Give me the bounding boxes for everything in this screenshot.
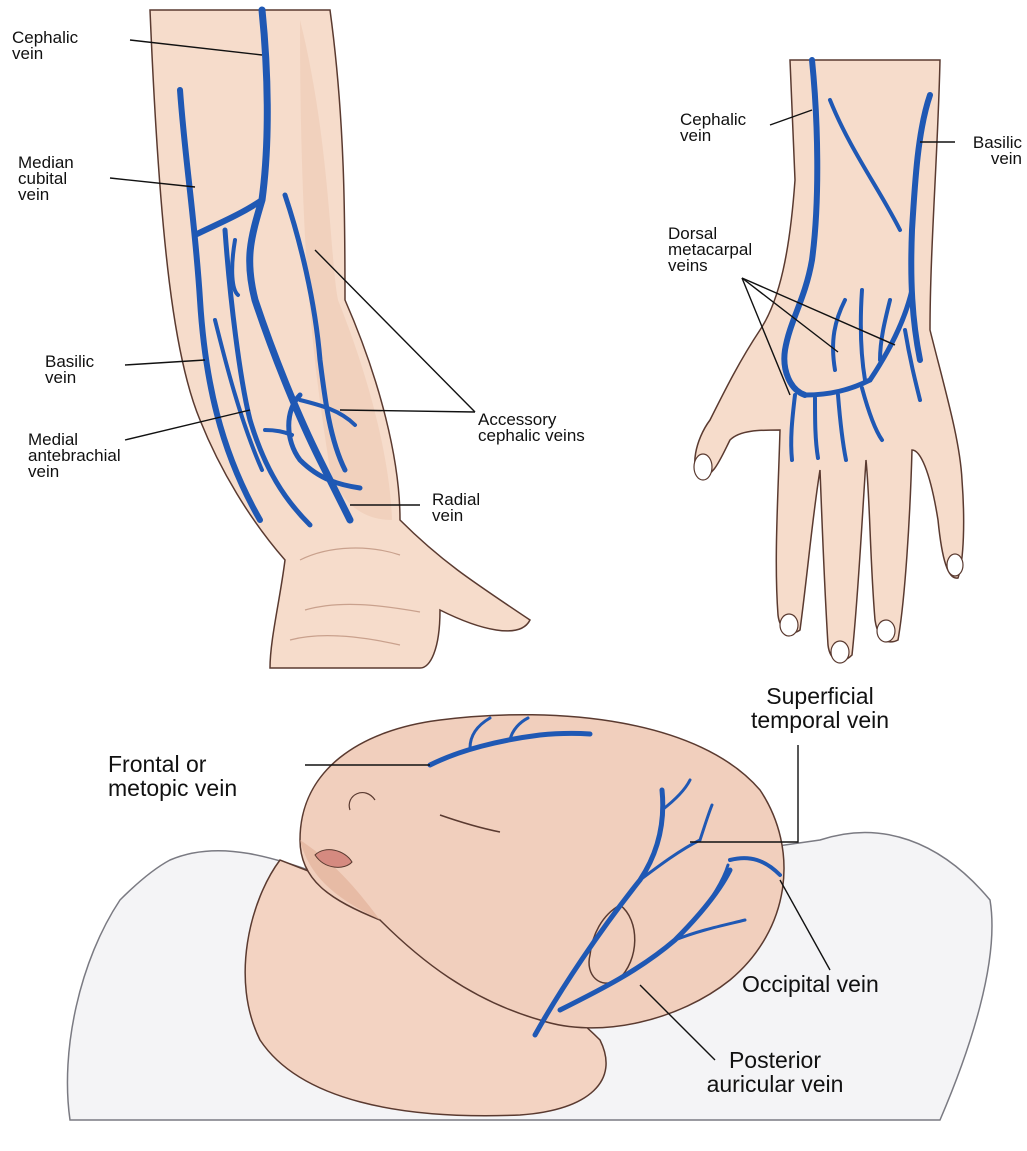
hand-illustration — [694, 60, 964, 663]
label-infant-frontal-vein: Frontal or metopic vein — [108, 752, 237, 800]
label-line: vein — [45, 370, 94, 386]
label-line: vein — [28, 464, 121, 480]
label-line: vein — [940, 151, 1022, 167]
label-line: metopic vein — [108, 776, 237, 800]
label-arm-medial-antebrachial-vein: Medial antebrachial vein — [28, 432, 121, 480]
label-hand-basilic-vein: Basilic vein — [940, 135, 1022, 167]
label-infant-superficial-temporal-vein: Superficial temporal vein — [705, 684, 935, 732]
label-line: Superficial — [705, 684, 935, 708]
label-line: vein — [432, 508, 480, 524]
label-arm-radial-vein: Radial vein — [432, 492, 480, 524]
label-line: vein — [12, 46, 78, 62]
label-infant-occipital-vein: Occipital vein — [742, 972, 879, 996]
label-hand-dorsal-metacarpal-veins: Dorsal metacarpal veins — [668, 226, 752, 274]
little-nail — [947, 554, 963, 576]
label-line: Occipital vein — [742, 972, 879, 996]
label-arm-accessory-cephalic-veins: Accessory cephalic veins — [478, 412, 585, 444]
hand-skin — [695, 60, 964, 661]
label-arm-cephalic-vein: Cephalic vein — [12, 30, 78, 62]
label-line: vein — [18, 187, 74, 203]
forearm-illustration — [150, 10, 530, 668]
label-arm-median-cubital-vein: Median cubital vein — [18, 155, 74, 203]
label-line: veins — [668, 258, 752, 274]
label-arm-basilic-vein: Basilic vein — [45, 354, 94, 386]
label-line: Posterior — [660, 1048, 890, 1072]
label-line: cephalic veins — [478, 428, 585, 444]
label-hand-cephalic-vein: Cephalic vein — [680, 112, 746, 144]
label-infant-posterior-auricular-vein: Posterior auricular vein — [660, 1048, 890, 1096]
label-line: auricular vein — [660, 1072, 890, 1096]
ring-nail — [877, 620, 895, 642]
label-line: vein — [680, 128, 746, 144]
middle-nail — [831, 641, 849, 663]
index-nail — [780, 614, 798, 636]
thumb-nail — [694, 454, 712, 480]
label-line: temporal vein — [705, 708, 935, 732]
label-line: Frontal or — [108, 752, 237, 776]
